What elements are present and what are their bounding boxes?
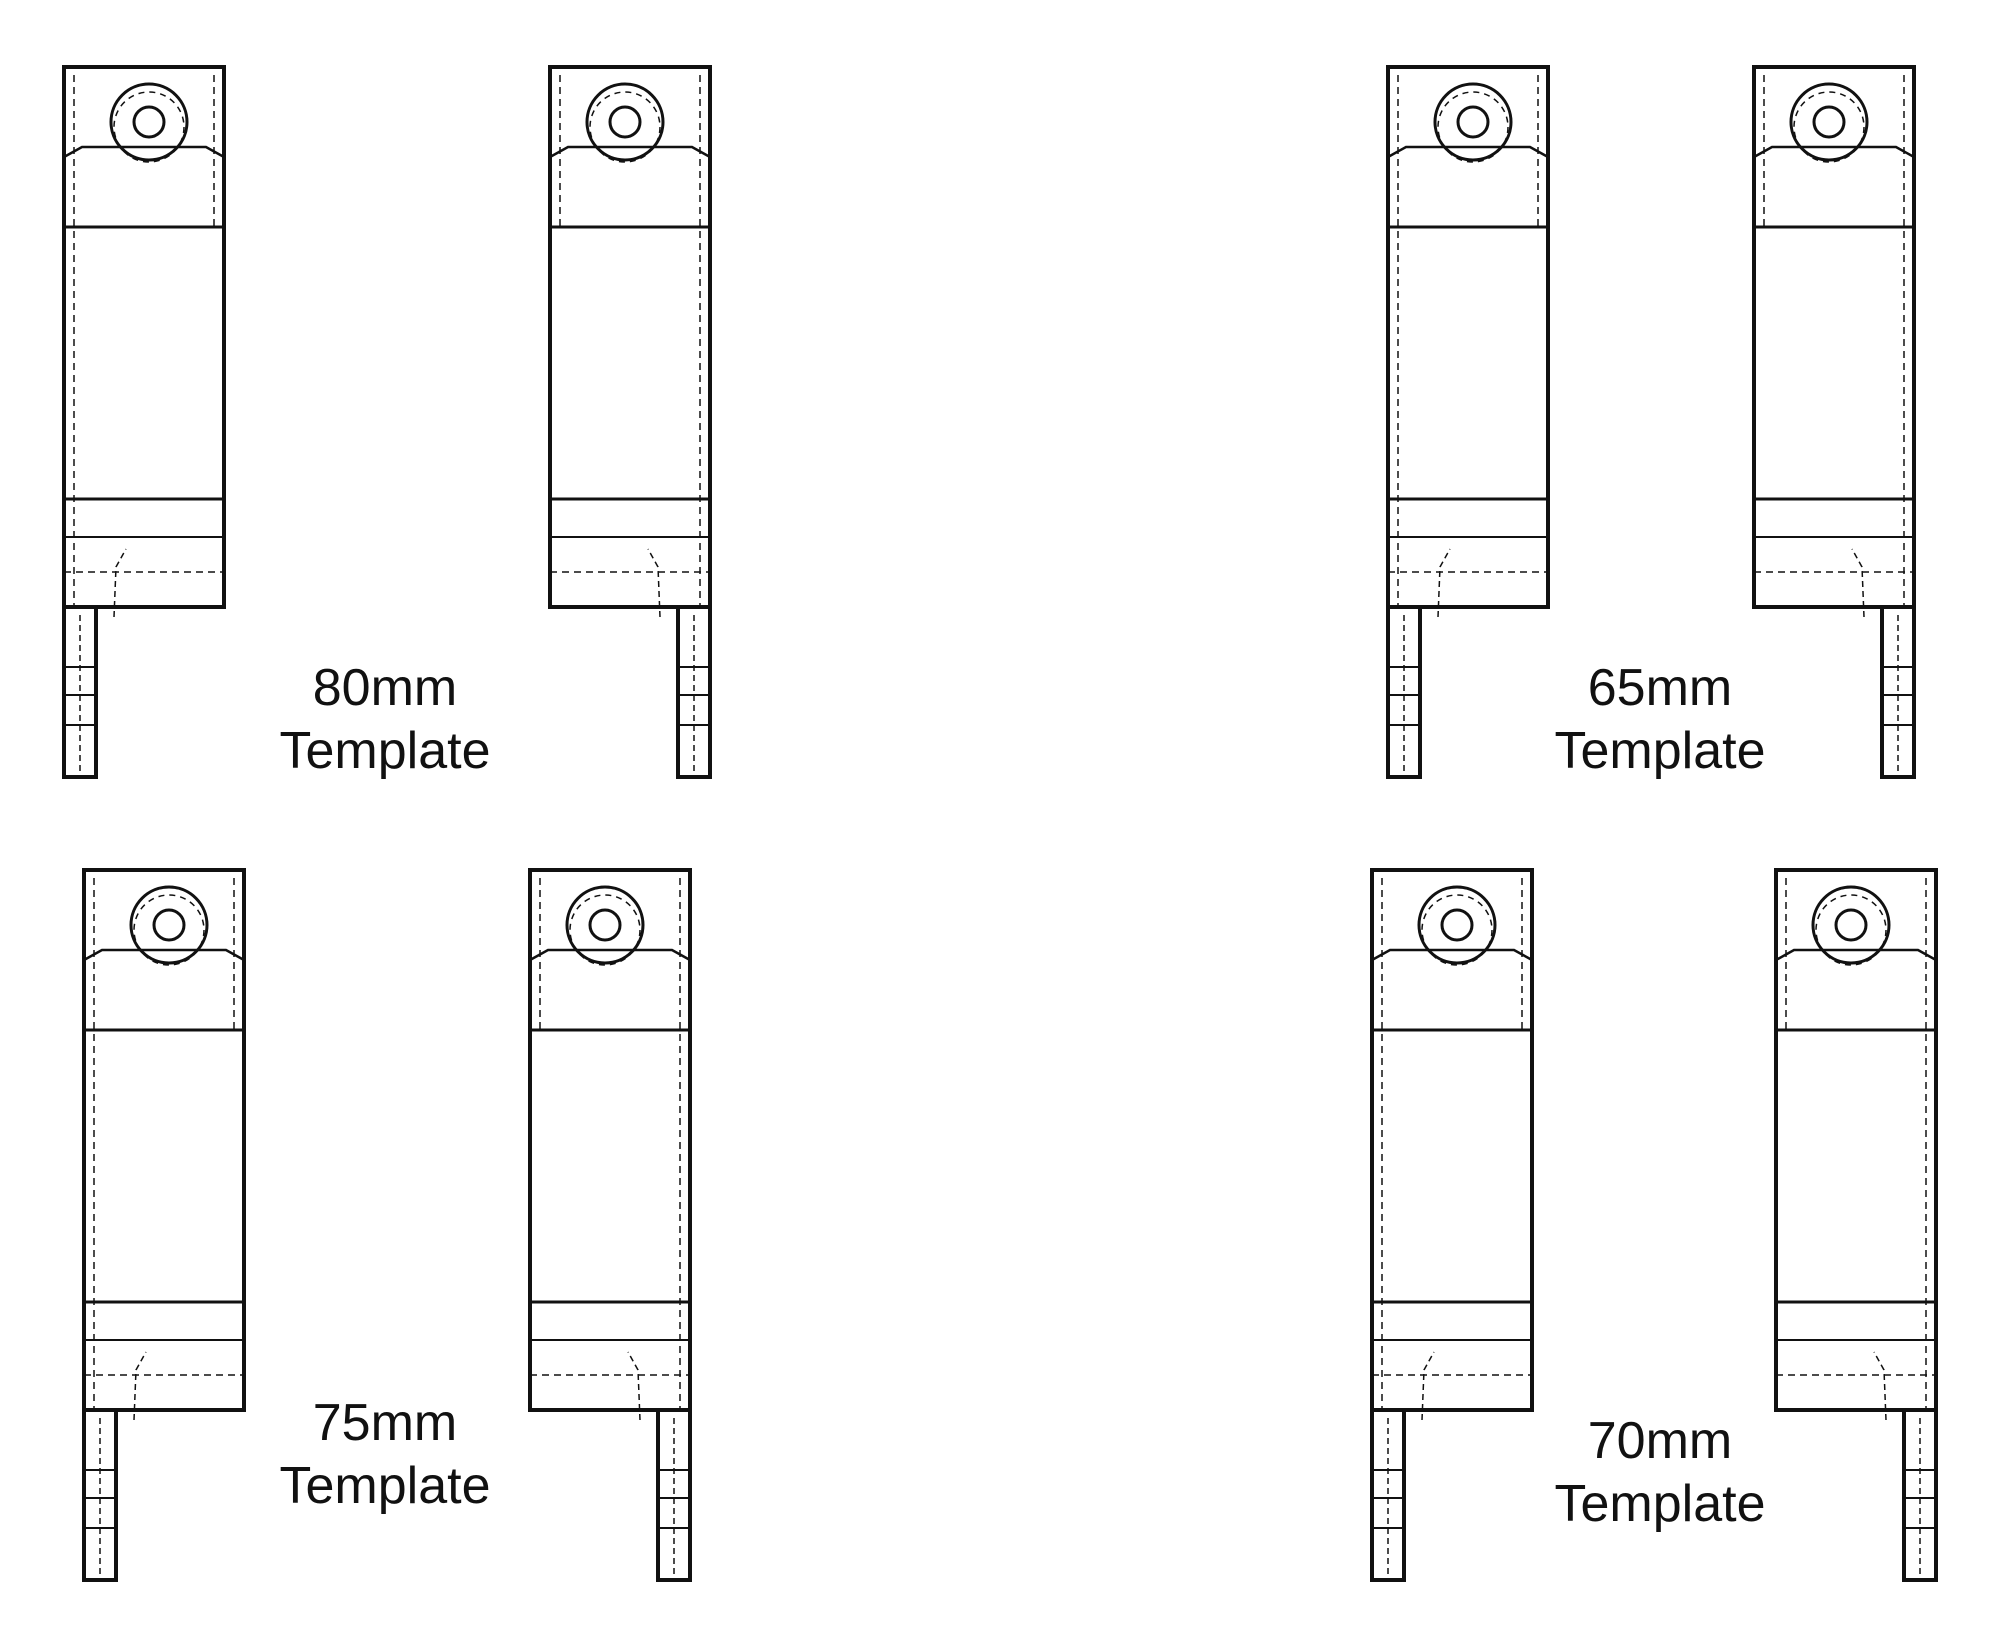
template-group-65mm: 65mm Template: [1386, 65, 1916, 780]
template-size-label: 80mm: [313, 659, 457, 717]
template-right-piece: [548, 65, 712, 779]
template-left-piece: [62, 65, 226, 779]
template-right-piece: [528, 868, 692, 1582]
template-word-label: Template: [280, 1457, 491, 1515]
template-group-75mm: 75mm Template: [82, 868, 692, 1582]
template-left-piece: [1370, 868, 1534, 1582]
template-right-piece: [1752, 65, 1916, 779]
template-size-label: 75mm: [313, 1394, 457, 1452]
template-size-label: 65mm: [1588, 659, 1732, 717]
template-size-label: 70mm: [1588, 1412, 1732, 1470]
template-word-label: Template: [1555, 722, 1766, 780]
template-left-piece: [1386, 65, 1550, 779]
template-left-piece: [82, 868, 246, 1582]
template-word-label: Template: [1555, 1475, 1766, 1533]
template-word-label: Template: [280, 722, 491, 780]
template-group-70mm: 70mm Template: [1370, 868, 1938, 1582]
template-right-piece: [1774, 868, 1938, 1582]
template-group-80mm: 80mm Template: [62, 65, 712, 780]
